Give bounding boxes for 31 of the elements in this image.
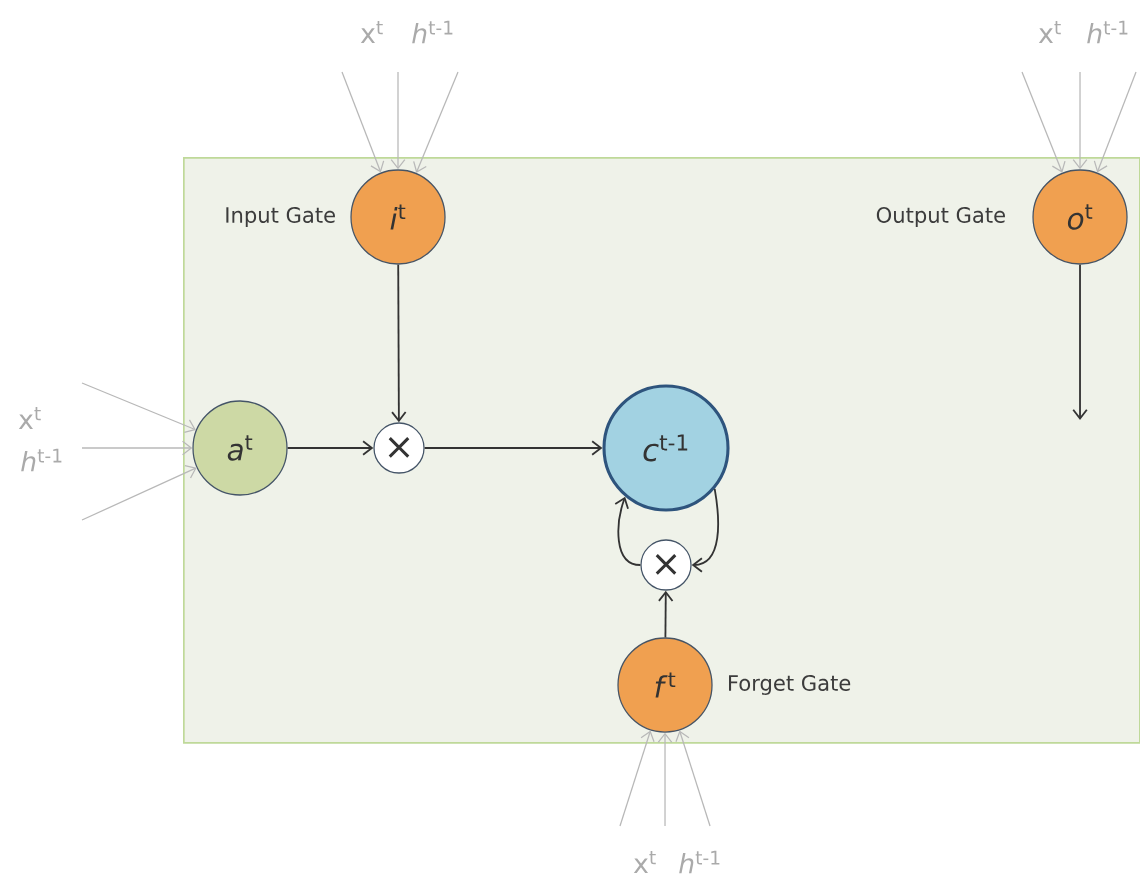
- cell-box: [183, 157, 1140, 744]
- arrow: [1093, 71, 1137, 173]
- input-label: x$^{t}$: [360, 21, 383, 43]
- arrow: [1072, 263, 1088, 420]
- gate-label: Output Gate: [876, 207, 1005, 227]
- arrow: [658, 590, 674, 639]
- input-label: x$^{t}$: [1038, 21, 1061, 43]
- arrow: [691, 487, 720, 573]
- arrow: [390, 71, 406, 170]
- input-label: x$^{t}$: [633, 851, 656, 873]
- arrow: [619, 730, 655, 827]
- input-label: h$^{t-1}$: [679, 850, 720, 874]
- arrow: [1072, 71, 1088, 170]
- arrow: [423, 440, 603, 456]
- arrow: [413, 71, 459, 173]
- arrow: [81, 382, 196, 434]
- arrow: [81, 440, 193, 456]
- arrow: [341, 71, 385, 173]
- gate-label: Input Gate: [226, 207, 335, 227]
- arrow: [614, 496, 642, 566]
- input-label: x$^{t}$: [18, 407, 41, 429]
- arrow: [391, 263, 407, 423]
- gate-label: Forget Gate: [729, 675, 851, 696]
- arrow: [1021, 71, 1066, 173]
- input-label: h$^{t-1}$: [21, 448, 62, 472]
- input-label: h$^{t-1}$: [412, 20, 453, 44]
- arrow: [81, 465, 197, 521]
- arrow: [675, 730, 711, 827]
- arrow: [286, 440, 374, 456]
- arrow: [657, 732, 673, 827]
- input-label: h$^{t-1}$: [1087, 20, 1128, 44]
